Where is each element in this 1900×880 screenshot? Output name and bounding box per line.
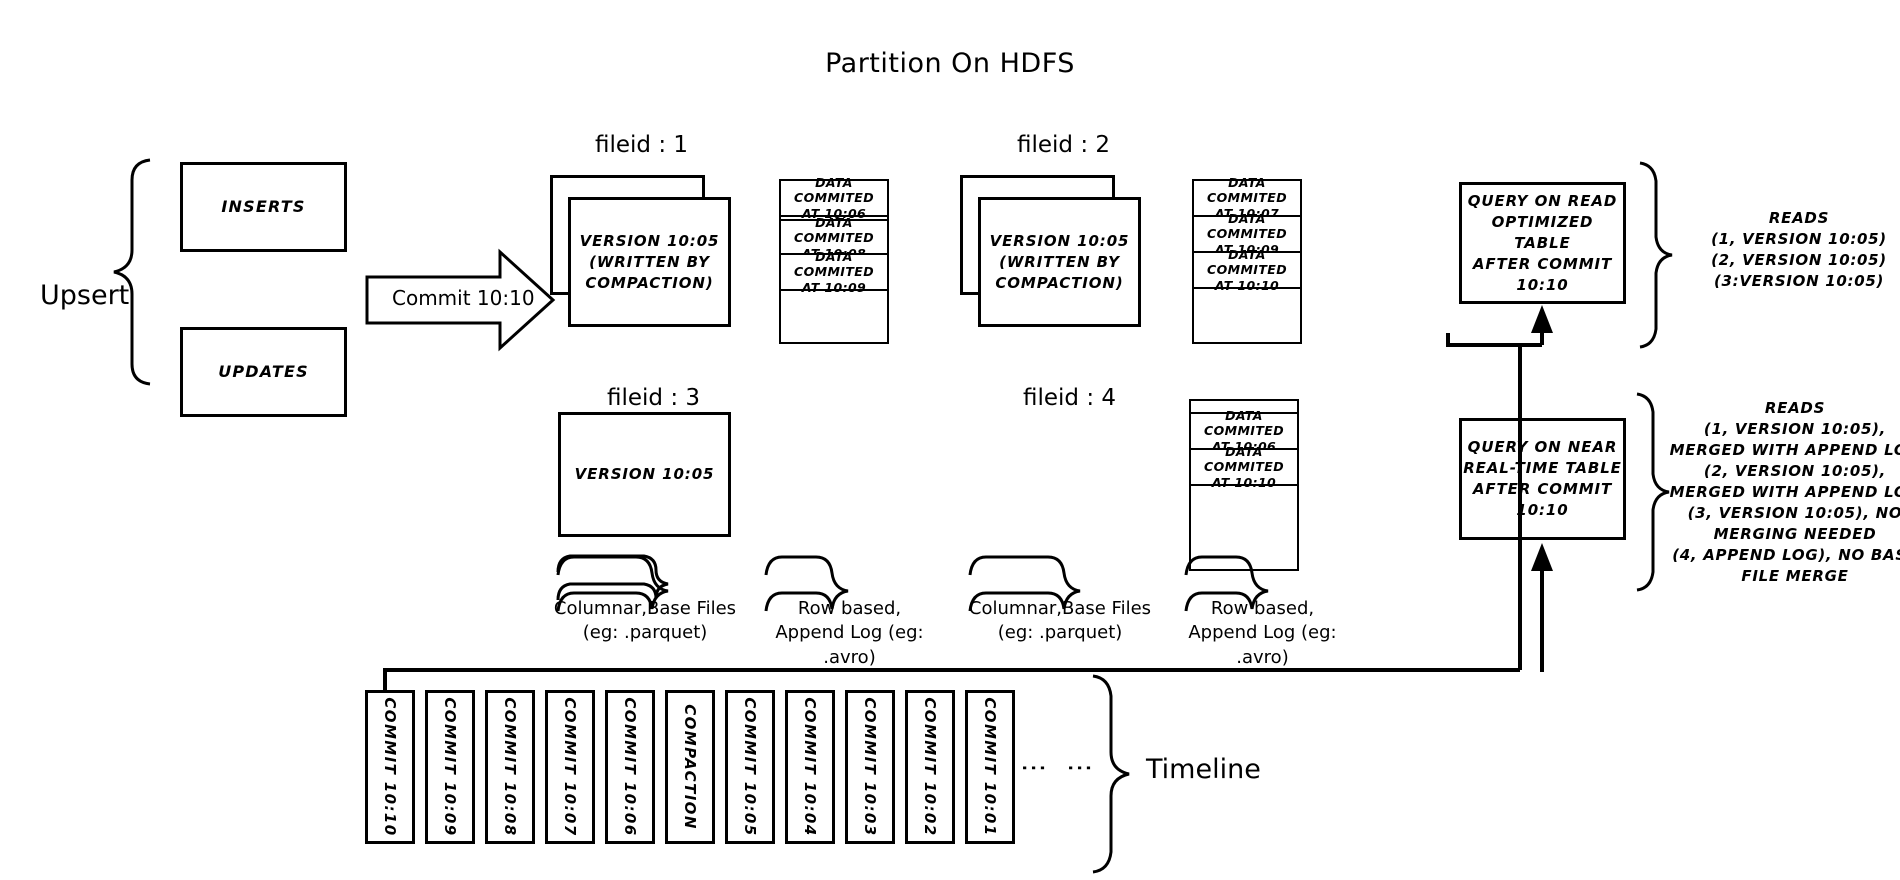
fileid-2-log-entry: DATA COMMITED AT 10:10: [1192, 247, 1302, 293]
caption-rowbased-left: Row based, Append Log (eg: .avro): [775, 598, 924, 668]
query-near-real-time-box: QUERY ON NEAR REAL-TIME TABLE AFTER COMM…: [1459, 418, 1626, 540]
fileid-2-base-file: VERSION 10:05 (WRITTEN BY COMPACTION): [978, 197, 1141, 327]
fileid-2-log-entry: DATA COMMITED AT 10:09: [1192, 211, 1302, 257]
timeline-connector-riser: [383, 668, 1520, 690]
fileid-3-base-file-label: VERSION 10:05: [574, 465, 715, 483]
timeline-commit-label: COMMIT 10:06: [621, 697, 639, 837]
fileid-3-base-file: VERSION 10:05: [558, 412, 731, 537]
timeline-compaction-card[interactable]: COMPACTION: [665, 690, 715, 844]
timeline-commit-card[interactable]: COMMIT 10:03: [845, 690, 895, 844]
fileid-2-heading: fileid : 2: [1017, 132, 1111, 158]
reads-near-real-time: READS (1, VERSION 10:05), MERGED WITH AP…: [1669, 399, 1900, 585]
fileid-4-log-entry: DATA COMMITED AT 10:10: [1189, 444, 1299, 490]
fileid-1-base-file: VERSION 10:05 (WRITTEN BY COMPACTION): [568, 197, 731, 327]
timeline-commit-label: COMMIT 10:10: [381, 697, 399, 837]
query-read-optimized-label: QUERY ON READ OPTIMIZED TABLE AFTER COMM…: [1467, 191, 1618, 294]
fileid-4-heading: fileid : 4: [1023, 385, 1117, 411]
timeline-commit-card[interactable]: COMMIT 10:01: [965, 690, 1015, 844]
query-near-real-time-label: QUERY ON NEAR REAL-TIME TABLE AFTER COMM…: [1463, 438, 1622, 519]
timeline-commit-card[interactable]: COMMIT 10:07: [545, 690, 595, 844]
brace-columnar-left: [556, 554, 669, 601]
arrowhead-near-real-time: [1531, 543, 1553, 571]
timeline-commit-label: COMMIT 10:05: [741, 697, 759, 837]
arrowhead-read-optimized: [1531, 305, 1553, 333]
timeline-commit-label: COMMIT 10:09: [441, 697, 459, 837]
fileid-1-base-file-label: VERSION 10:05 (WRITTEN BY COMPACTION): [579, 231, 720, 292]
fileid-1-log-entry-label: DATA COMMITED AT 10:06: [794, 174, 874, 221]
timeline-commit-label: COMMIT 10:07: [561, 697, 579, 837]
timeline-commit-card[interactable]: COMMIT 10:02: [905, 690, 955, 844]
fileid-2-base-file-label: VERSION 10:05 (WRITTEN BY COMPACTION): [989, 231, 1130, 292]
timeline-ellipsis-2: ⋮: [1064, 755, 1095, 781]
caption-columnar-right: Columnar,Base Files (eg: .parquet): [968, 598, 1152, 644]
timeline-label: Timeline: [1146, 754, 1261, 785]
timeline-commit-label: COMMIT 10:02: [921, 697, 939, 837]
timeline-commit-card[interactable]: COMMIT 10:09: [425, 690, 475, 844]
timeline-ellipsis-1: ⋮: [1018, 755, 1049, 781]
fileid-1-log-entry-label: DATA COMMITED AT 10:09: [794, 248, 874, 295]
updates-box: UPDATES: [180, 327, 347, 417]
fileid-3-heading: fileid : 3: [607, 385, 701, 411]
timeline-commit-label: COMMIT 10:01: [981, 697, 999, 837]
upsert-label: Upsert: [40, 280, 130, 311]
timeline-commit-card[interactable]: COMMIT 10:08: [485, 690, 535, 844]
timeline-commit-card[interactable]: COMMIT 10:06: [605, 690, 655, 844]
caption-columnar-left: Columnar,Base Files (eg: .parquet): [553, 598, 737, 644]
upsert-brace: [113, 158, 151, 386]
inserts-box: INSERTS: [180, 162, 347, 252]
timeline-commit-card[interactable]: COMMIT 10:10: [365, 690, 415, 844]
brace-timeline: [1092, 674, 1130, 874]
timeline-commit-label: COMMIT 10:08: [501, 697, 519, 837]
reads-read-optimized: READS (1, VERSION 10:05) (2, VERSION 10:…: [1711, 209, 1887, 290]
fileid-1-log-entry: DATA COMMITED AT 10:09: [779, 249, 889, 295]
timeline-commit-label: COMMIT 10:04: [801, 697, 819, 837]
fileid-1-heading: fileid : 1: [595, 132, 689, 158]
inserts-label: INSERTS: [221, 197, 306, 217]
page-title: Partition On HDFS: [825, 48, 1075, 79]
commit-arrow-label: Commit 10:10: [392, 286, 535, 310]
timeline-commit-card[interactable]: COMMIT 10:05: [725, 690, 775, 844]
caption-rowbased-right: Row based, Append Log (eg: .avro): [1188, 598, 1337, 668]
fileid-4-log-entry-label: DATA COMMITED AT 10:10: [1204, 443, 1284, 490]
updates-label: UPDATES: [218, 362, 309, 382]
timeline-commit-label: COMMIT 10:03: [861, 697, 879, 837]
timeline-compaction-label: COMPACTION: [681, 704, 699, 830]
fileid-1-log-entry: DATA COMMITED AT 10:06: [779, 175, 889, 221]
query-read-optimized-box: QUERY ON READ OPTIMIZED TABLE AFTER COMM…: [1459, 182, 1626, 304]
fileid-2-log-entry-label: DATA COMMITED AT 10:10: [1207, 246, 1287, 293]
timeline-commit-card[interactable]: COMMIT 10:04: [785, 690, 835, 844]
